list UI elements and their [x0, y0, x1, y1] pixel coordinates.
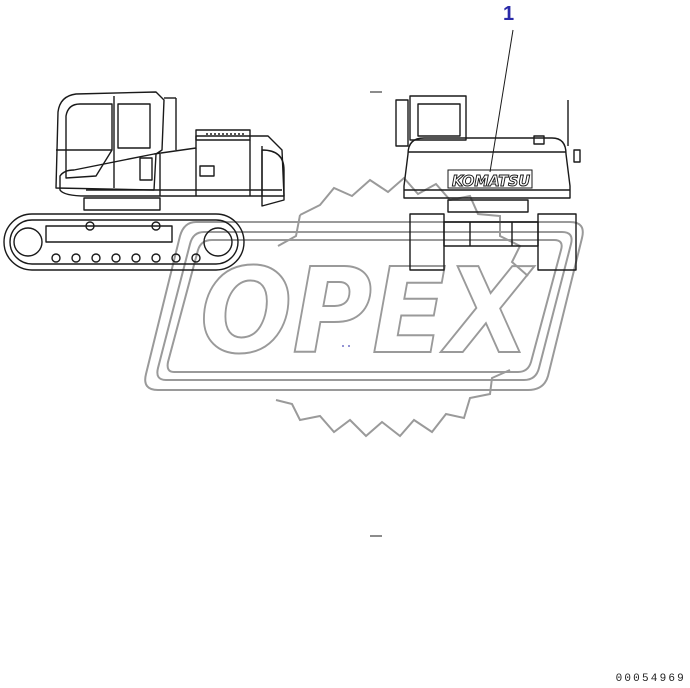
watermark-frame-inner [156, 231, 573, 381]
idler-wheel [13, 227, 43, 257]
watermark-text: OPEX [200, 242, 535, 380]
cab-side-window [117, 103, 151, 149]
swing-frame [83, 197, 161, 211]
track-frame [45, 225, 173, 243]
carrier-rollers [85, 221, 161, 231]
rear-swing-frame [447, 199, 529, 213]
rear-center-frame [443, 221, 539, 247]
cab-door-handle [139, 157, 153, 181]
rear-mirror-right [573, 149, 581, 163]
cab-front-window [65, 103, 113, 179]
sprocket-wheel [203, 227, 233, 257]
komatsu-decal: KOMATSU [447, 169, 533, 191]
side-badge [199, 165, 215, 177]
cab-outline [55, 91, 165, 191]
crawler-track-inner [9, 219, 239, 265]
excavator-side-view [3, 91, 285, 271]
excavator-rear-view [395, 95, 581, 271]
rear-counterweight [403, 137, 571, 199]
komatsu-decal-text: KOMATSU [452, 172, 530, 190]
opex-watermark [144, 176, 584, 438]
rear-cab [409, 95, 467, 141]
watermark-frame-innermost [166, 239, 563, 373]
watermark-frame-outer [144, 221, 584, 391]
rear-mirror-left [395, 99, 409, 147]
crawler-track [3, 213, 245, 271]
rear-cab-window [417, 103, 461, 137]
document-number: 00054969 [615, 673, 686, 685]
engine-hood [195, 129, 251, 141]
callout-1[interactable]: 1 [489, 3, 514, 173]
rear-light [533, 135, 545, 145]
callout-number[interactable]: 1 [503, 3, 514, 25]
callout-leader-line [489, 29, 514, 173]
counterweight [261, 149, 285, 207]
track-rollers [51, 253, 201, 263]
